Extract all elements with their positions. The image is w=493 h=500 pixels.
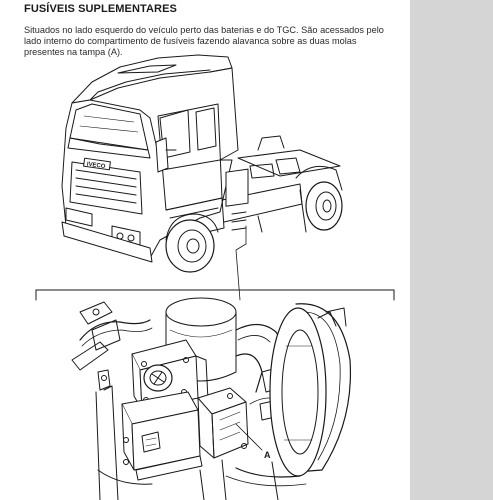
fuse-location-illustration: IVECO: [35, 54, 395, 500]
fuse-compartment-detail: A: [71, 297, 352, 500]
callout-label-a: A: [264, 450, 271, 460]
section-description: Situados no lado esquerdo do veículo per…: [24, 25, 384, 58]
truck-brand-label: IVECO: [86, 162, 106, 171]
viewer-side-gutter: [410, 0, 493, 500]
truck-illustration: IVECO: [61, 54, 343, 301]
detail-frame: [35, 289, 395, 301]
section-title: FUSÍVEIS SUPLEMENTARES: [24, 3, 177, 15]
